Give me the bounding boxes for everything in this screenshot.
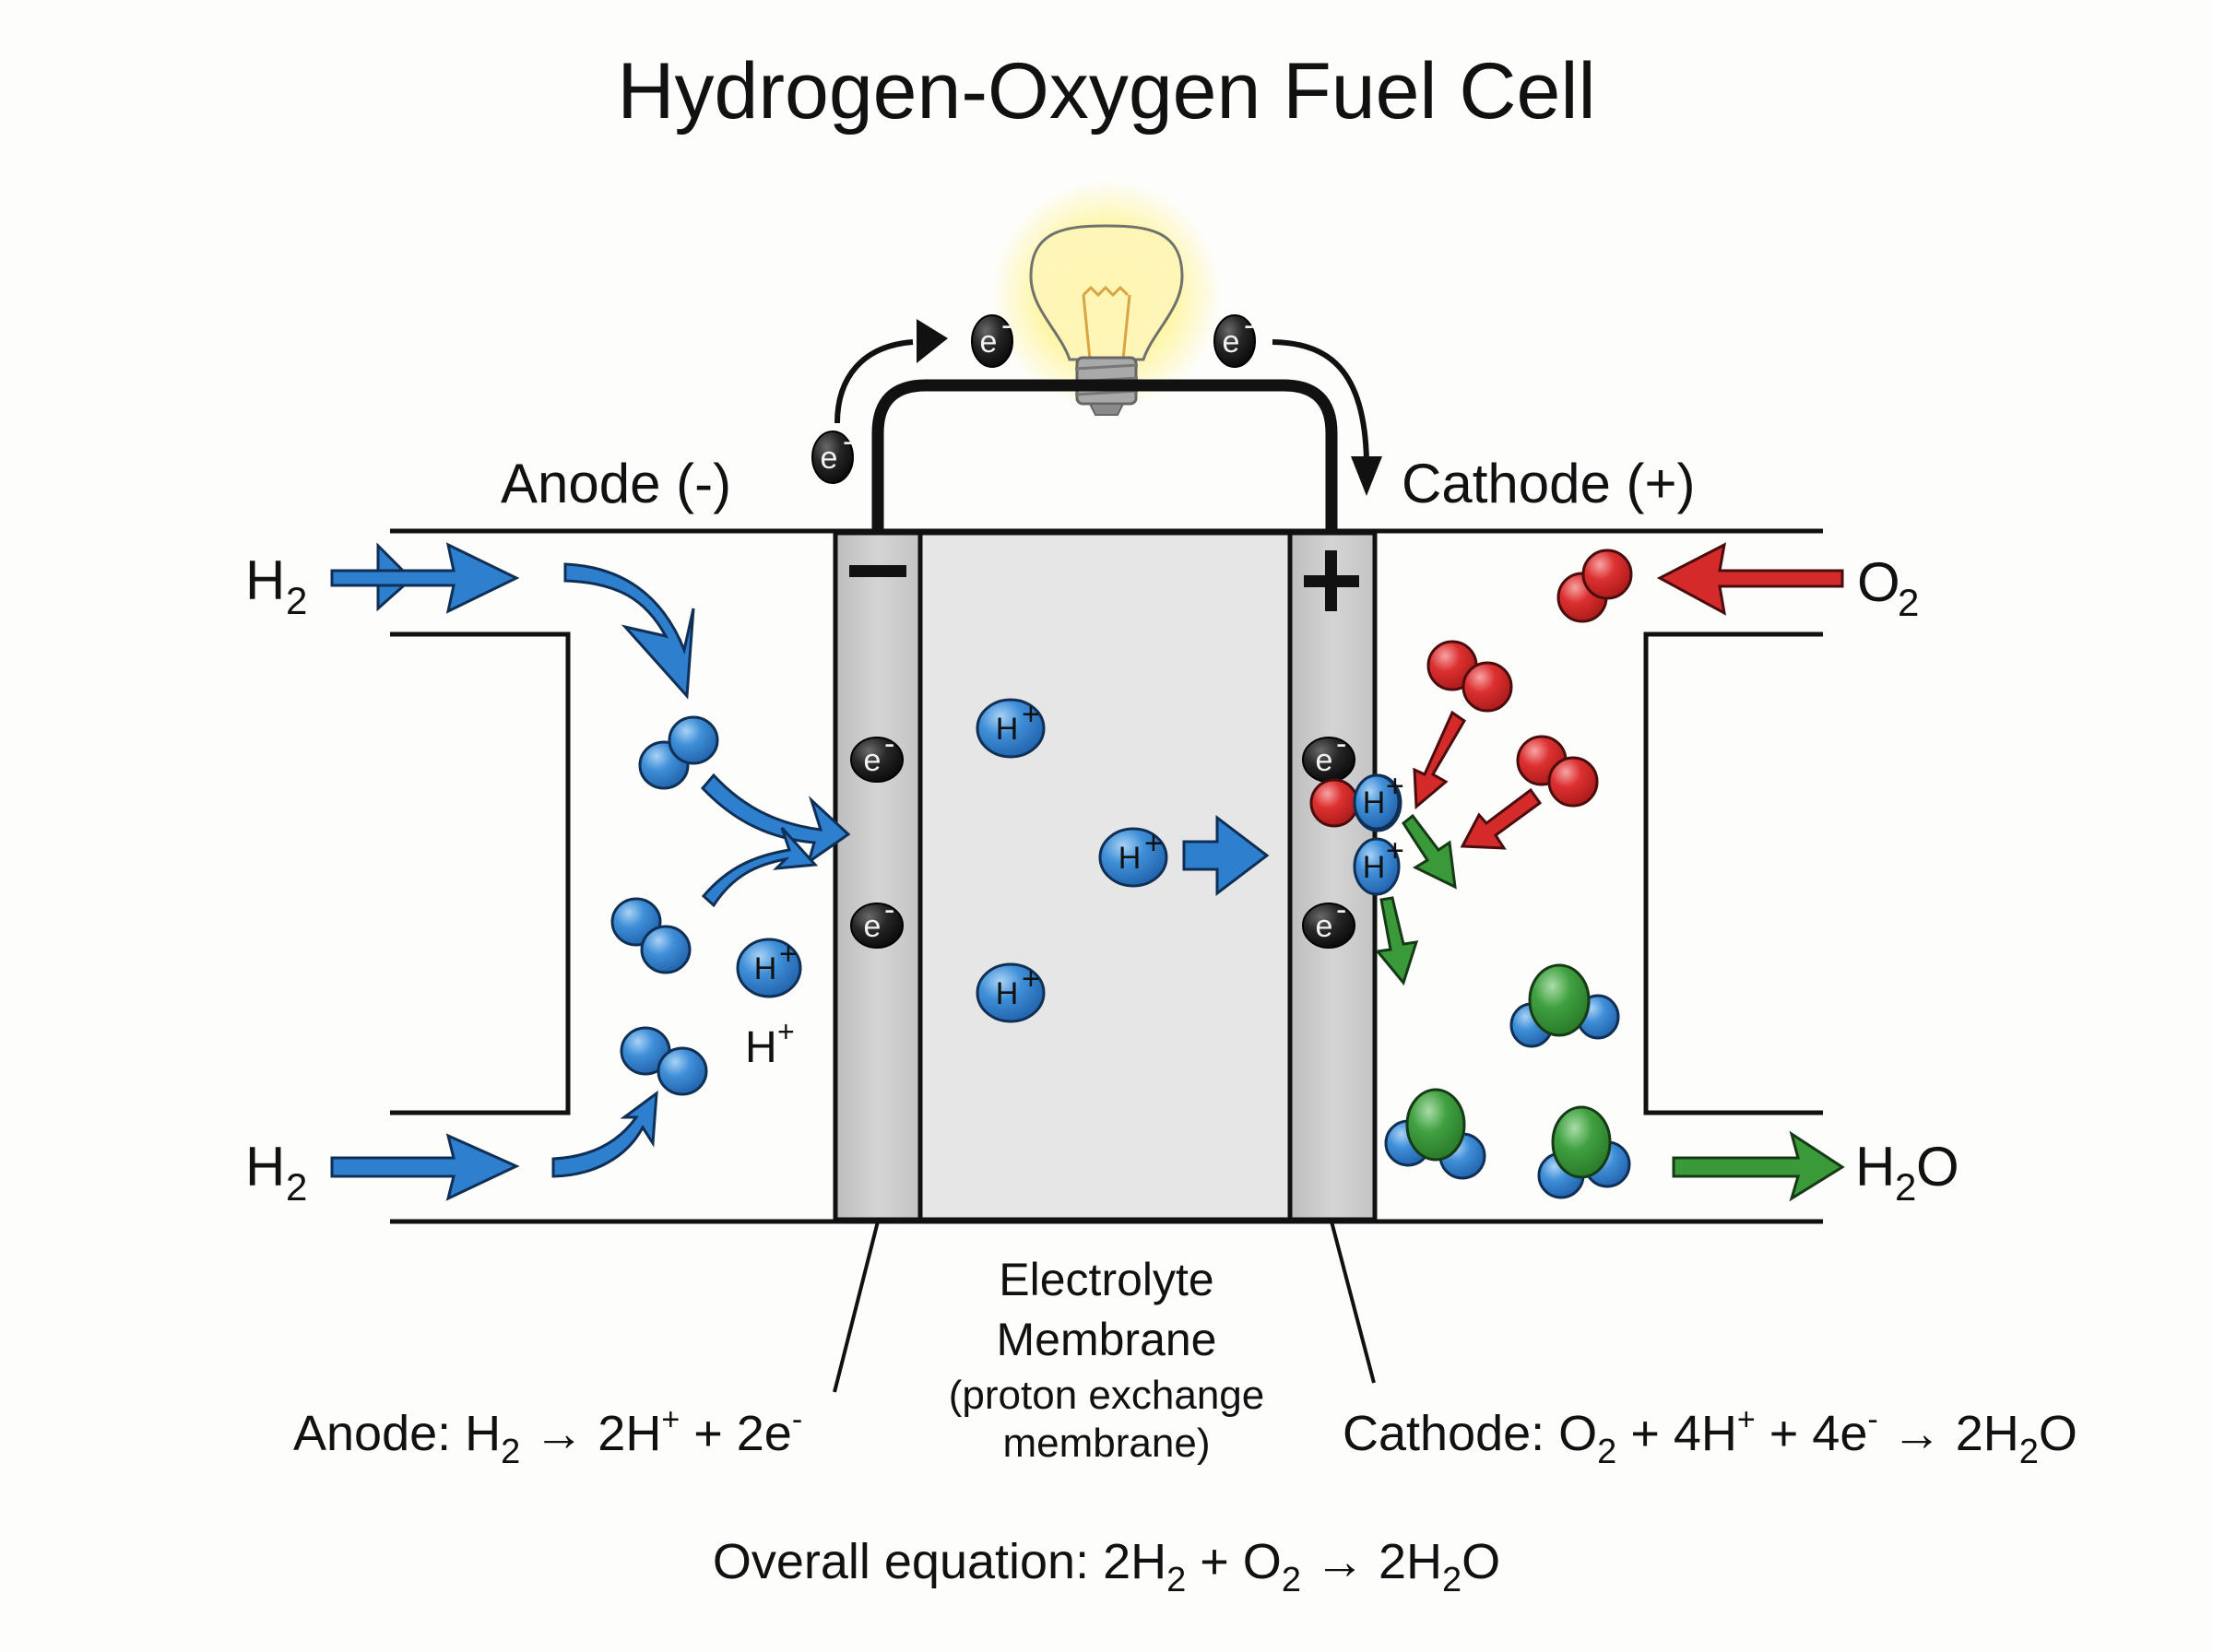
svg-text:2: 2 xyxy=(1895,1165,1916,1209)
proton-flow-arrow xyxy=(1182,814,1270,897)
svg-text:(proton exchange: (proton exchange xyxy=(949,1373,1264,1418)
svg-text:H: H xyxy=(1118,841,1142,876)
o2-molecule-2 xyxy=(1426,640,1513,713)
svg-text:H: H xyxy=(1855,1136,1895,1198)
water-molecule-2 xyxy=(1384,1088,1486,1180)
svg-text:+: + xyxy=(1144,826,1163,861)
oxygen-flow-arrow-2 xyxy=(1460,787,1543,850)
svg-text:membrane): membrane) xyxy=(1003,1421,1211,1466)
proton-anode: H + xyxy=(736,937,802,998)
electron-flow-arrow-left xyxy=(834,319,948,424)
svg-text:H: H xyxy=(754,951,777,986)
free-proton-label: H + xyxy=(745,1015,795,1072)
svg-text:H: H xyxy=(996,712,1019,747)
anode-curved-arrow-2 xyxy=(700,773,851,866)
svg-text:H: H xyxy=(745,1023,777,1072)
anode-label: Anode (-) xyxy=(501,453,731,514)
plus-sign-icon xyxy=(1304,550,1359,611)
h2-inlet-bottom-arrow xyxy=(330,1133,520,1201)
anode-equation: Anode: H2 → 2H+ + 2e- xyxy=(293,1402,802,1471)
svg-text:e: e xyxy=(980,324,998,360)
proton-cathode-1: H + xyxy=(1353,769,1404,832)
o2-inlet-arrow xyxy=(1656,542,1844,616)
h2-molecule-1 xyxy=(638,715,719,790)
external-circuit-wire xyxy=(871,379,1338,530)
cathode-equation: Cathode: O2 + 4H+ + 4e- → 2H2O xyxy=(1343,1402,2077,1471)
water-molecule-1 xyxy=(1509,963,1620,1048)
svg-text:+: + xyxy=(1386,769,1404,804)
svg-text:H: H xyxy=(1363,785,1386,820)
water-formation-arrow-1 xyxy=(1402,813,1457,890)
svg-text:-: - xyxy=(1336,726,1346,761)
svg-text:H: H xyxy=(245,549,285,611)
electron-cathode-2: e - xyxy=(1302,892,1355,949)
cathode-label: Cathode (+) xyxy=(1402,453,1696,514)
diagram-title: Hydrogen-Oxygen Fuel Cell xyxy=(617,47,1595,136)
h2o-outlet-arrow xyxy=(1672,1130,1845,1202)
svg-text:-: - xyxy=(884,892,894,927)
cathode-leader-line xyxy=(1330,1221,1376,1384)
svg-text:+: + xyxy=(1022,962,1040,997)
svg-text:-: - xyxy=(884,726,894,761)
overall-equation: Overall equation: 2H2 + O2 → 2H2O xyxy=(713,1534,1500,1599)
h2-inlet-top-arrow-body xyxy=(330,542,520,614)
svg-text:e: e xyxy=(864,909,882,944)
anode-curved-arrow-1 xyxy=(563,562,695,700)
anode-leader-line xyxy=(833,1221,880,1393)
svg-text:+: + xyxy=(1022,697,1040,732)
svg-text:-: - xyxy=(843,424,853,459)
o2-molecule-1 xyxy=(1556,549,1633,623)
h2-molecule-2 xyxy=(610,897,692,974)
svg-text:2: 2 xyxy=(286,579,307,622)
svg-text:Electrolyte: Electrolyte xyxy=(999,1254,1213,1305)
water-formation-arrow-2 xyxy=(1375,896,1419,986)
svg-text:+: + xyxy=(777,1015,795,1048)
o2-molecule-3 xyxy=(1516,735,1599,808)
electron-circuit-1: e - xyxy=(811,424,854,484)
h2-inlet-bottom-label: H 2 xyxy=(245,1136,307,1209)
proton-membrane-2: H + xyxy=(1098,826,1168,888)
electron-circuit-2: e - xyxy=(971,308,1013,368)
proton-cathode-2: H + xyxy=(1353,833,1404,896)
electron-anode-2: e - xyxy=(850,892,904,949)
svg-text:e: e xyxy=(1223,324,1240,360)
anode-electrode xyxy=(833,530,923,1222)
svg-text:e: e xyxy=(1316,909,1333,944)
oxygen-atom xyxy=(1309,778,1359,828)
membrane-label: Electrolyte Membrane (proton exchange me… xyxy=(949,1254,1264,1466)
o2-inlet-label: O 2 xyxy=(1857,551,1919,624)
svg-text:H: H xyxy=(996,976,1019,1011)
svg-text:e: e xyxy=(1316,743,1333,778)
minus-sign-icon xyxy=(849,565,906,577)
anode-curved-arrow-4 xyxy=(551,1090,658,1178)
svg-text:H: H xyxy=(245,1136,285,1198)
svg-text:-: - xyxy=(1244,308,1254,343)
h2-inlet-top-label: H 2 xyxy=(245,549,307,622)
svg-text:Membrane: Membrane xyxy=(997,1314,1217,1365)
svg-text:H: H xyxy=(1363,850,1386,885)
svg-text:2: 2 xyxy=(1898,581,1919,624)
electron-anode-1: e - xyxy=(850,726,904,783)
svg-text:2: 2 xyxy=(286,1165,307,1209)
proton-membrane-1: H + xyxy=(976,697,1046,759)
svg-text:-: - xyxy=(1001,308,1012,343)
electron-cathode-1: e - xyxy=(1302,726,1355,783)
anode-curved-arrow-3 xyxy=(701,826,819,908)
svg-text:+: + xyxy=(1386,833,1404,868)
water-molecule-3 xyxy=(1537,1105,1631,1199)
svg-text:e: e xyxy=(864,743,882,778)
proton-membrane-3: H + xyxy=(976,962,1046,1023)
h2-molecule-3 xyxy=(620,1026,708,1096)
svg-text:+: + xyxy=(779,937,798,972)
svg-text:O: O xyxy=(1916,1136,1959,1198)
svg-text:-: - xyxy=(1336,892,1346,927)
svg-text:e: e xyxy=(821,441,838,476)
electron-circuit-3: e - xyxy=(1213,308,1256,368)
electron-flow-arrow-right xyxy=(1272,339,1382,496)
h2o-outlet-label: H 2 O xyxy=(1855,1136,1959,1209)
svg-text:O: O xyxy=(1857,551,1900,613)
light-bulb-icon xyxy=(991,180,1222,416)
oxygen-flow-arrow-1 xyxy=(1413,710,1466,810)
